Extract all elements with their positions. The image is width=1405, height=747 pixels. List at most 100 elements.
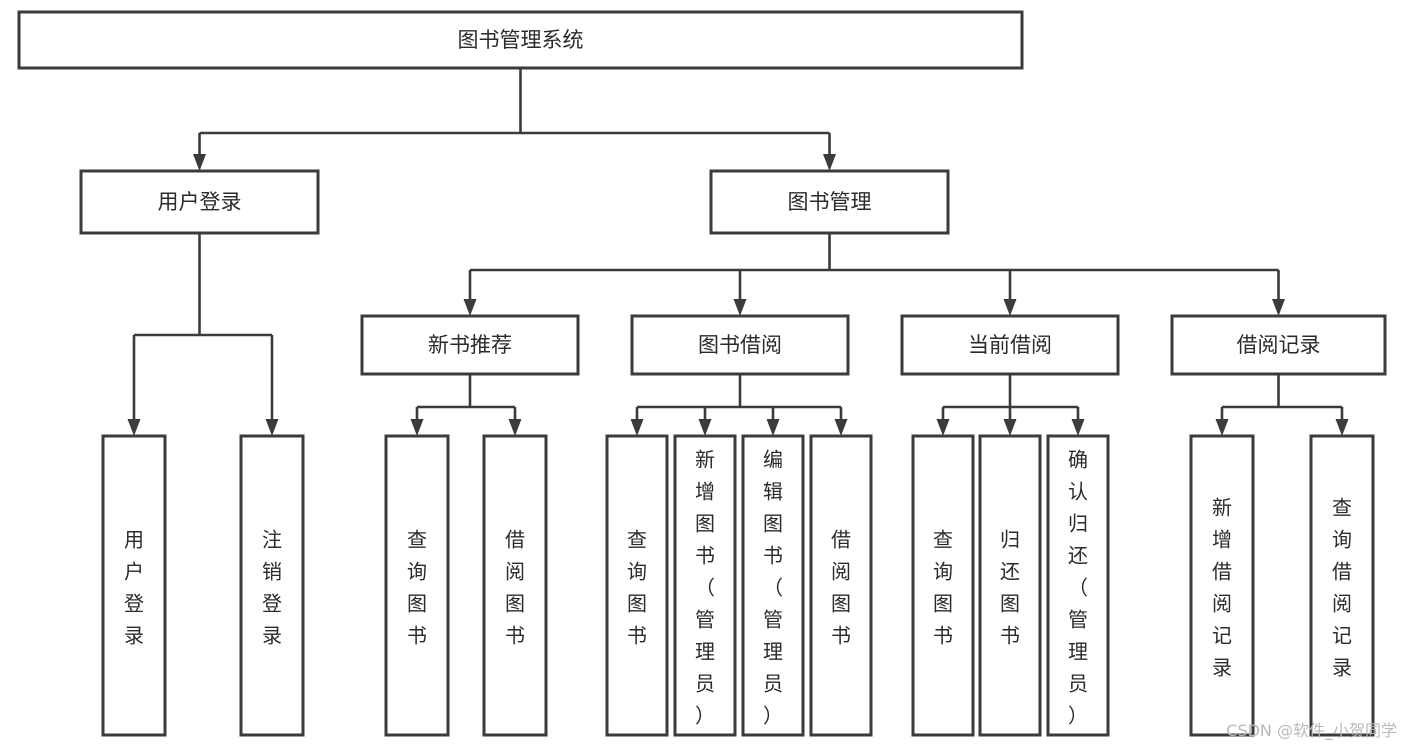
svg-text:录: 录 [124, 623, 144, 647]
csdn-watermark: CSDN @软件_小贺同学 [1226, 721, 1397, 740]
svg-text:户: 户 [124, 559, 144, 583]
svg-text:确: 确 [1068, 447, 1088, 471]
svg-text:记: 记 [1212, 623, 1232, 647]
svg-text:理: 理 [763, 639, 783, 663]
node-box-current-confirm-return[interactable] [1046, 434, 1110, 737]
svg-text:认: 认 [1068, 479, 1088, 503]
svg-text:查: 查 [407, 527, 427, 551]
svg-text:录: 录 [1212, 655, 1232, 679]
node-box-current-query-book[interactable] [911, 434, 975, 737]
svg-text:阅: 阅 [1212, 591, 1232, 615]
node-box-record-query[interactable] [1309, 434, 1375, 737]
svg-text:书: 书 [933, 623, 953, 647]
svg-text:图: 图 [933, 591, 953, 615]
svg-text:新: 新 [695, 447, 715, 471]
svg-text:书: 书 [1000, 623, 1020, 647]
svg-text:图: 图 [1000, 591, 1020, 615]
svg-text:询: 询 [933, 559, 953, 583]
svg-text:归: 归 [1000, 527, 1020, 551]
svg-text:注: 注 [262, 527, 282, 551]
svg-text:理: 理 [1068, 639, 1088, 663]
svg-text:图: 图 [831, 591, 851, 615]
svg-text:图: 图 [505, 591, 525, 615]
svg-text:员: 员 [1068, 671, 1088, 695]
svg-text:查: 查 [627, 527, 647, 551]
svg-text:归: 归 [1068, 511, 1088, 535]
node-label-borrow-record: 借阅记录 [1237, 333, 1321, 357]
node-box-book-borrow[interactable] [630, 314, 850, 376]
svg-text:书: 书 [763, 543, 783, 567]
node-box-borrow-edit-book[interactable] [741, 434, 805, 737]
node-box-book-manage[interactable] [709, 169, 950, 235]
svg-text:书: 书 [407, 623, 427, 647]
svg-text:员: 员 [695, 671, 715, 695]
node-label-current-borrow: 当前借阅 [968, 333, 1052, 357]
node-box-current-return-book[interactable] [978, 434, 1042, 737]
node-label-new-book-recommend: 新书推荐 [428, 333, 512, 357]
svg-text:图: 图 [763, 511, 783, 535]
svg-text:书: 书 [695, 543, 715, 567]
svg-text:管: 管 [1068, 607, 1088, 631]
node-box-recommend-borrow-book[interactable] [482, 434, 548, 737]
svg-text:管: 管 [695, 607, 715, 631]
svg-text:录: 录 [262, 623, 282, 647]
svg-text:借: 借 [505, 527, 525, 551]
svg-text:辑: 辑 [763, 479, 783, 503]
svg-text:书: 书 [505, 623, 525, 647]
svg-text:记: 记 [1332, 623, 1352, 647]
svg-text:销: 销 [262, 559, 282, 583]
svg-text:登: 登 [262, 591, 282, 615]
svg-text:书: 书 [627, 623, 647, 647]
node-box-borrow-borrow-book[interactable] [809, 434, 873, 737]
svg-text:询: 询 [1332, 527, 1352, 551]
svg-text:管: 管 [763, 607, 783, 631]
svg-text:阅: 阅 [831, 559, 851, 583]
svg-text:理: 理 [695, 639, 715, 663]
svg-text:询: 询 [627, 559, 647, 583]
node-box-record-add[interactable] [1189, 434, 1255, 737]
svg-text:借: 借 [1332, 559, 1352, 583]
svg-text:员: 员 [763, 671, 783, 695]
node-box-user-logout-leaf[interactable] [239, 434, 305, 737]
node-box-borrow-add-book[interactable] [673, 434, 737, 737]
svg-text:借: 借 [831, 527, 851, 551]
node-box-borrow-record[interactable] [1170, 314, 1387, 376]
svg-text:借: 借 [1212, 559, 1232, 583]
svg-text:）: ） [763, 703, 783, 727]
svg-text:图: 图 [627, 591, 647, 615]
svg-text:增: 增 [695, 479, 715, 503]
node-label-root: 图书管理系统 [458, 28, 584, 52]
node-box-user-login-leaf[interactable] [101, 434, 167, 737]
svg-text:图: 图 [407, 591, 427, 615]
svg-text:还: 还 [1068, 543, 1088, 567]
svg-text:（: （ [695, 575, 715, 599]
svg-text:）: ） [695, 703, 715, 727]
node-box-root[interactable] [17, 10, 1024, 70]
svg-text:录: 录 [1332, 655, 1352, 679]
node-label-book-borrow: 图书借阅 [698, 333, 782, 357]
node-box-borrow-query-book[interactable] [605, 434, 669, 737]
svg-text:（: （ [1068, 575, 1088, 599]
svg-text:询: 询 [407, 559, 427, 583]
node-box-recommend-query-book[interactable] [384, 434, 450, 737]
svg-text:阅: 阅 [505, 559, 525, 583]
svg-text:登: 登 [124, 591, 144, 615]
node-label-book-manage: 图书管理 [788, 190, 872, 214]
svg-text:编: 编 [763, 447, 783, 471]
svg-text:增: 增 [1212, 527, 1232, 551]
node-label-user-login: 用户登录 [158, 190, 242, 214]
svg-text:新: 新 [1212, 495, 1232, 519]
node-box-current-borrow[interactable] [900, 314, 1120, 376]
svg-text:查: 查 [1332, 495, 1352, 519]
